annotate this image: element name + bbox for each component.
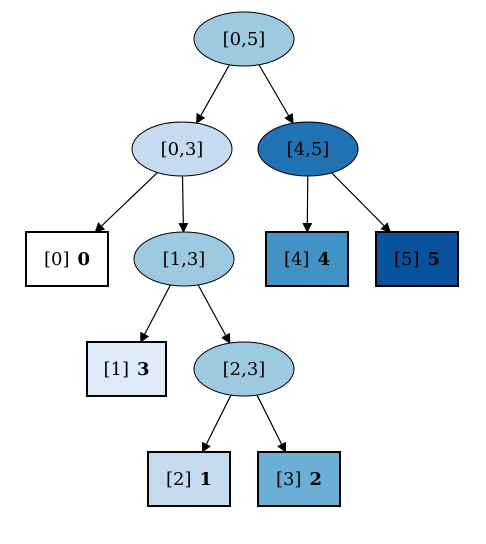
leaf-index: [0] [44,249,70,270]
leaf-node-box [86,341,167,397]
edge-r03-to-l0 [94,172,158,233]
range-node-shape [193,11,295,67]
leaf-node-label: [2] 1 [166,469,212,490]
leaf-index: [4] [284,249,310,270]
leaf-node-label: [0] 0 [44,249,90,270]
leaf-node-label: [4] 4 [284,249,330,270]
leaf-node-label: [3] 2 [276,469,322,490]
range-node-shape [131,121,233,177]
leaf-value: 1 [199,469,212,490]
range-node-shape [133,231,235,287]
edge-r45-to-l4 [302,175,313,233]
leaf-node-l0: [0] 0 [25,231,109,287]
range-node-label: [2,3] [223,359,266,380]
leaf-node-label: [1] 3 [103,359,149,380]
leaf-value: 4 [317,249,330,270]
leaf-node-box [257,451,341,507]
leaf-node-l5: [5] 5 [375,231,459,287]
edge-r23-to-l3 [256,394,287,453]
range-node-r05: [0,5] [193,11,295,67]
range-node-shape [257,121,359,177]
leaf-index: [3] [276,469,302,490]
leaf-value: 3 [137,359,150,380]
edge-r45-to-l5 [331,172,391,233]
leaf-value: 0 [77,249,90,270]
edges-layer [94,64,391,453]
leaf-index: [5] [394,249,420,270]
leaf-node-l3: [3] 2 [257,451,341,507]
leaf-value: 5 [427,249,440,270]
leaf-node-l2: [2] 1 [147,451,231,507]
edge-r13-to-r23 [197,284,231,344]
range-node-label: [4,5] [287,139,330,160]
edge-r23-to-l2 [201,394,232,453]
range-node-r45: [4,5] [257,121,359,177]
edge-r05-to-r03 [196,64,230,125]
range-node-r23: [2,3] [193,341,295,397]
leaf-index: [2] [166,469,192,490]
range-node-label: [1,3] [163,249,206,270]
range-node-label: [0,5] [223,29,266,50]
edge-r05-to-r45 [258,64,294,125]
leaf-index: [1] [103,359,129,380]
leaf-node-box [25,231,109,287]
range-node-shape [193,341,295,397]
nodes-layer: [0,5] [0,3] [4,5] [1,3] [2,3] [0] 0 [1] 3 [2] 1 [3]… [25,11,459,507]
edge-r03-to-r13 [178,175,189,234]
leaf-node-l1: [1] 3 [86,341,167,397]
leaf-value: 2 [309,469,322,490]
edge-r13-to-l1 [140,284,171,343]
leaf-node-box [147,451,231,507]
range-node-r13: [1,3] [133,231,235,287]
leaf-node-box [375,231,459,287]
leaf-node-l4: [4] 4 [265,231,349,287]
leaf-node-label: [5] 5 [394,249,440,270]
range-node-r03: [0,3] [131,121,233,177]
leaf-node-box [265,231,349,287]
range-node-label: [0,3] [161,139,204,160]
